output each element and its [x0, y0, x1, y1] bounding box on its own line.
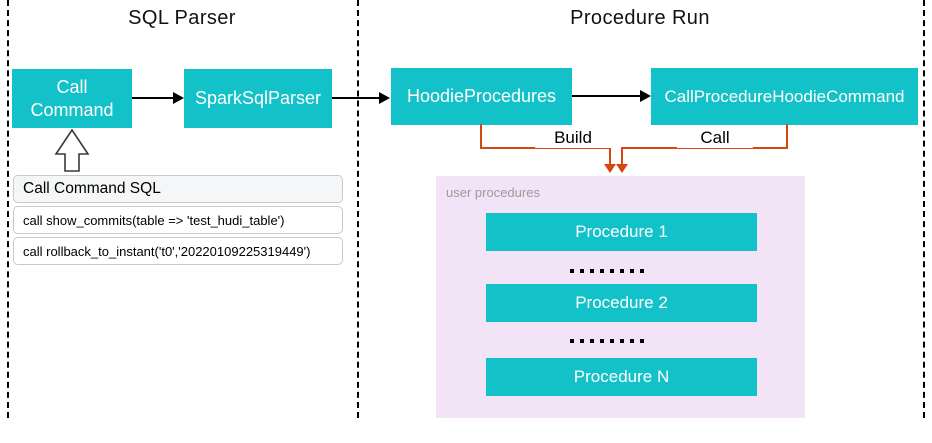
node-procedure-n: Procedure N — [486, 358, 757, 396]
node-hoodie-procedures: HoodieProcedures — [391, 68, 572, 125]
call-connector-segment — [621, 147, 788, 149]
node-procedure-1: Procedure 1 — [486, 213, 757, 251]
build-connector-segment — [480, 124, 482, 149]
sql-box-header: Call Command SQL — [13, 175, 343, 203]
section-title-sql-parser: SQL Parser — [128, 7, 236, 29]
section-border-left — [7, 0, 9, 418]
node-spark-sql-parser: SparkSqlParser — [184, 69, 332, 128]
arrow-procedures-to-command-line — [572, 95, 641, 97]
ellipsis-dots — [570, 339, 644, 343]
node-call-procedure-hoodie-command: CallProcedureHoodieCommand — [651, 68, 918, 125]
node-call-command: Call Command — [12, 69, 132, 128]
arrow-parser-to-procedures-line — [332, 97, 380, 99]
section-border-middle — [357, 0, 359, 418]
node-procedure-2: Procedure 2 — [486, 284, 757, 322]
arrow-procedures-to-command-head-icon — [640, 90, 651, 102]
section-title-procedure-run: Procedure Run — [570, 7, 710, 29]
user-procedures-panel: user procedures Procedure 1 Procedure 2 … — [436, 176, 805, 418]
sql-statement-row: call rollback_to_instant('t0','202201092… — [13, 237, 343, 265]
section-border-right — [923, 0, 925, 418]
call-connector-segment — [621, 147, 623, 165]
user-procedures-label: user procedures — [446, 185, 540, 200]
sql-statement-row: call show_commits(table => 'test_hudi_ta… — [13, 206, 343, 234]
call-connector-segment — [786, 124, 788, 149]
build-connector-segment — [609, 147, 611, 165]
hollow-up-arrow-icon — [54, 129, 90, 172]
arrow-callcommand-to-parser-line — [132, 97, 174, 99]
build-edge-label: Build — [535, 128, 611, 148]
call-edge-label: Call — [677, 128, 753, 148]
arrow-callcommand-to-parser-head-icon — [173, 92, 184, 104]
ellipsis-dots — [570, 269, 644, 273]
build-connector-segment — [480, 147, 611, 149]
build-connector-arrowhead-icon — [604, 164, 616, 173]
call-connector-arrowhead-icon — [616, 164, 628, 173]
arrow-parser-to-procedures-head-icon — [379, 92, 390, 104]
